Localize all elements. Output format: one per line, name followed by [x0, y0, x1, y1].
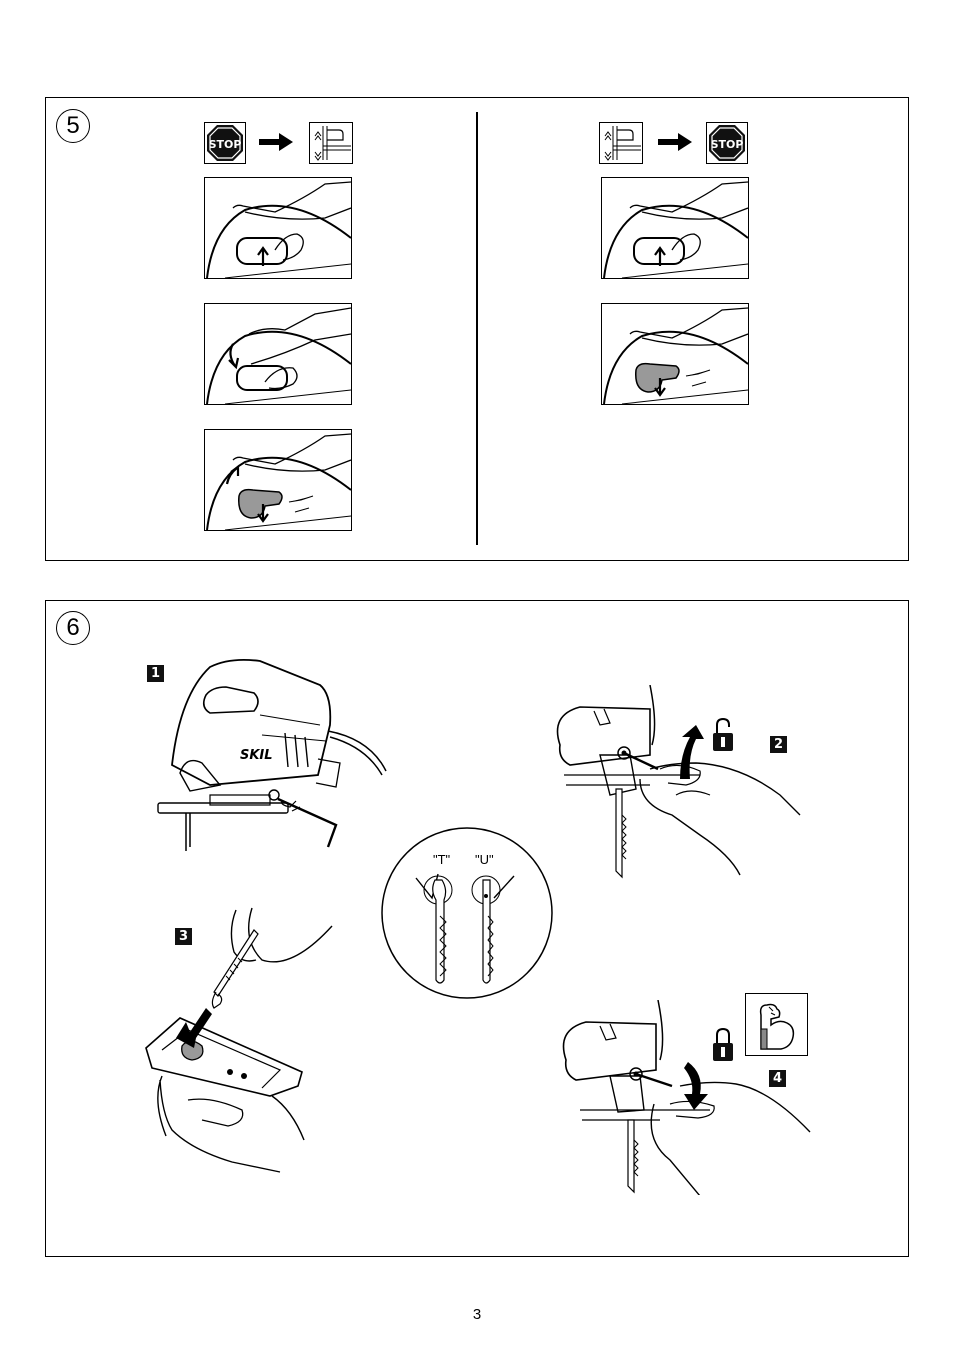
blade-type-t-label: "T"	[433, 852, 450, 867]
jigsaw-illustration: SKIL	[150, 655, 400, 855]
strength-arm-icon	[745, 993, 808, 1056]
stop-sign-icon: STOP	[706, 122, 748, 164]
illustration-switch-up	[601, 177, 749, 279]
blade-type-u-label: "U"	[475, 852, 494, 867]
stop-sign-icon: STOP	[204, 122, 246, 164]
right-arrow-icon	[658, 133, 692, 151]
illustration-lever-lock	[204, 303, 352, 405]
stop-sign-label: STOP	[711, 138, 744, 151]
lock-open-icon	[711, 717, 735, 753]
illustration-switch-up	[204, 177, 352, 279]
illustration-switch-down	[204, 429, 352, 531]
stop-sign-label: STOP	[209, 138, 242, 151]
lock-closed-icon	[711, 1027, 735, 1063]
illustration-switch-down	[601, 303, 749, 405]
column-divider	[476, 112, 478, 545]
blade-orbit-icon	[599, 122, 643, 164]
blade-clamp-unlock-illustration	[540, 685, 810, 880]
blade-orbit-icon	[309, 122, 353, 164]
section-5-number: 5	[56, 109, 90, 143]
blade-insert-illustration	[132, 900, 342, 1175]
page-number: 3	[0, 1306, 954, 1323]
right-arrow-icon	[259, 133, 293, 151]
section-6-number: 6	[56, 611, 90, 645]
brand-label: SKIL	[240, 748, 273, 763]
blade-types-circle	[380, 826, 554, 1000]
